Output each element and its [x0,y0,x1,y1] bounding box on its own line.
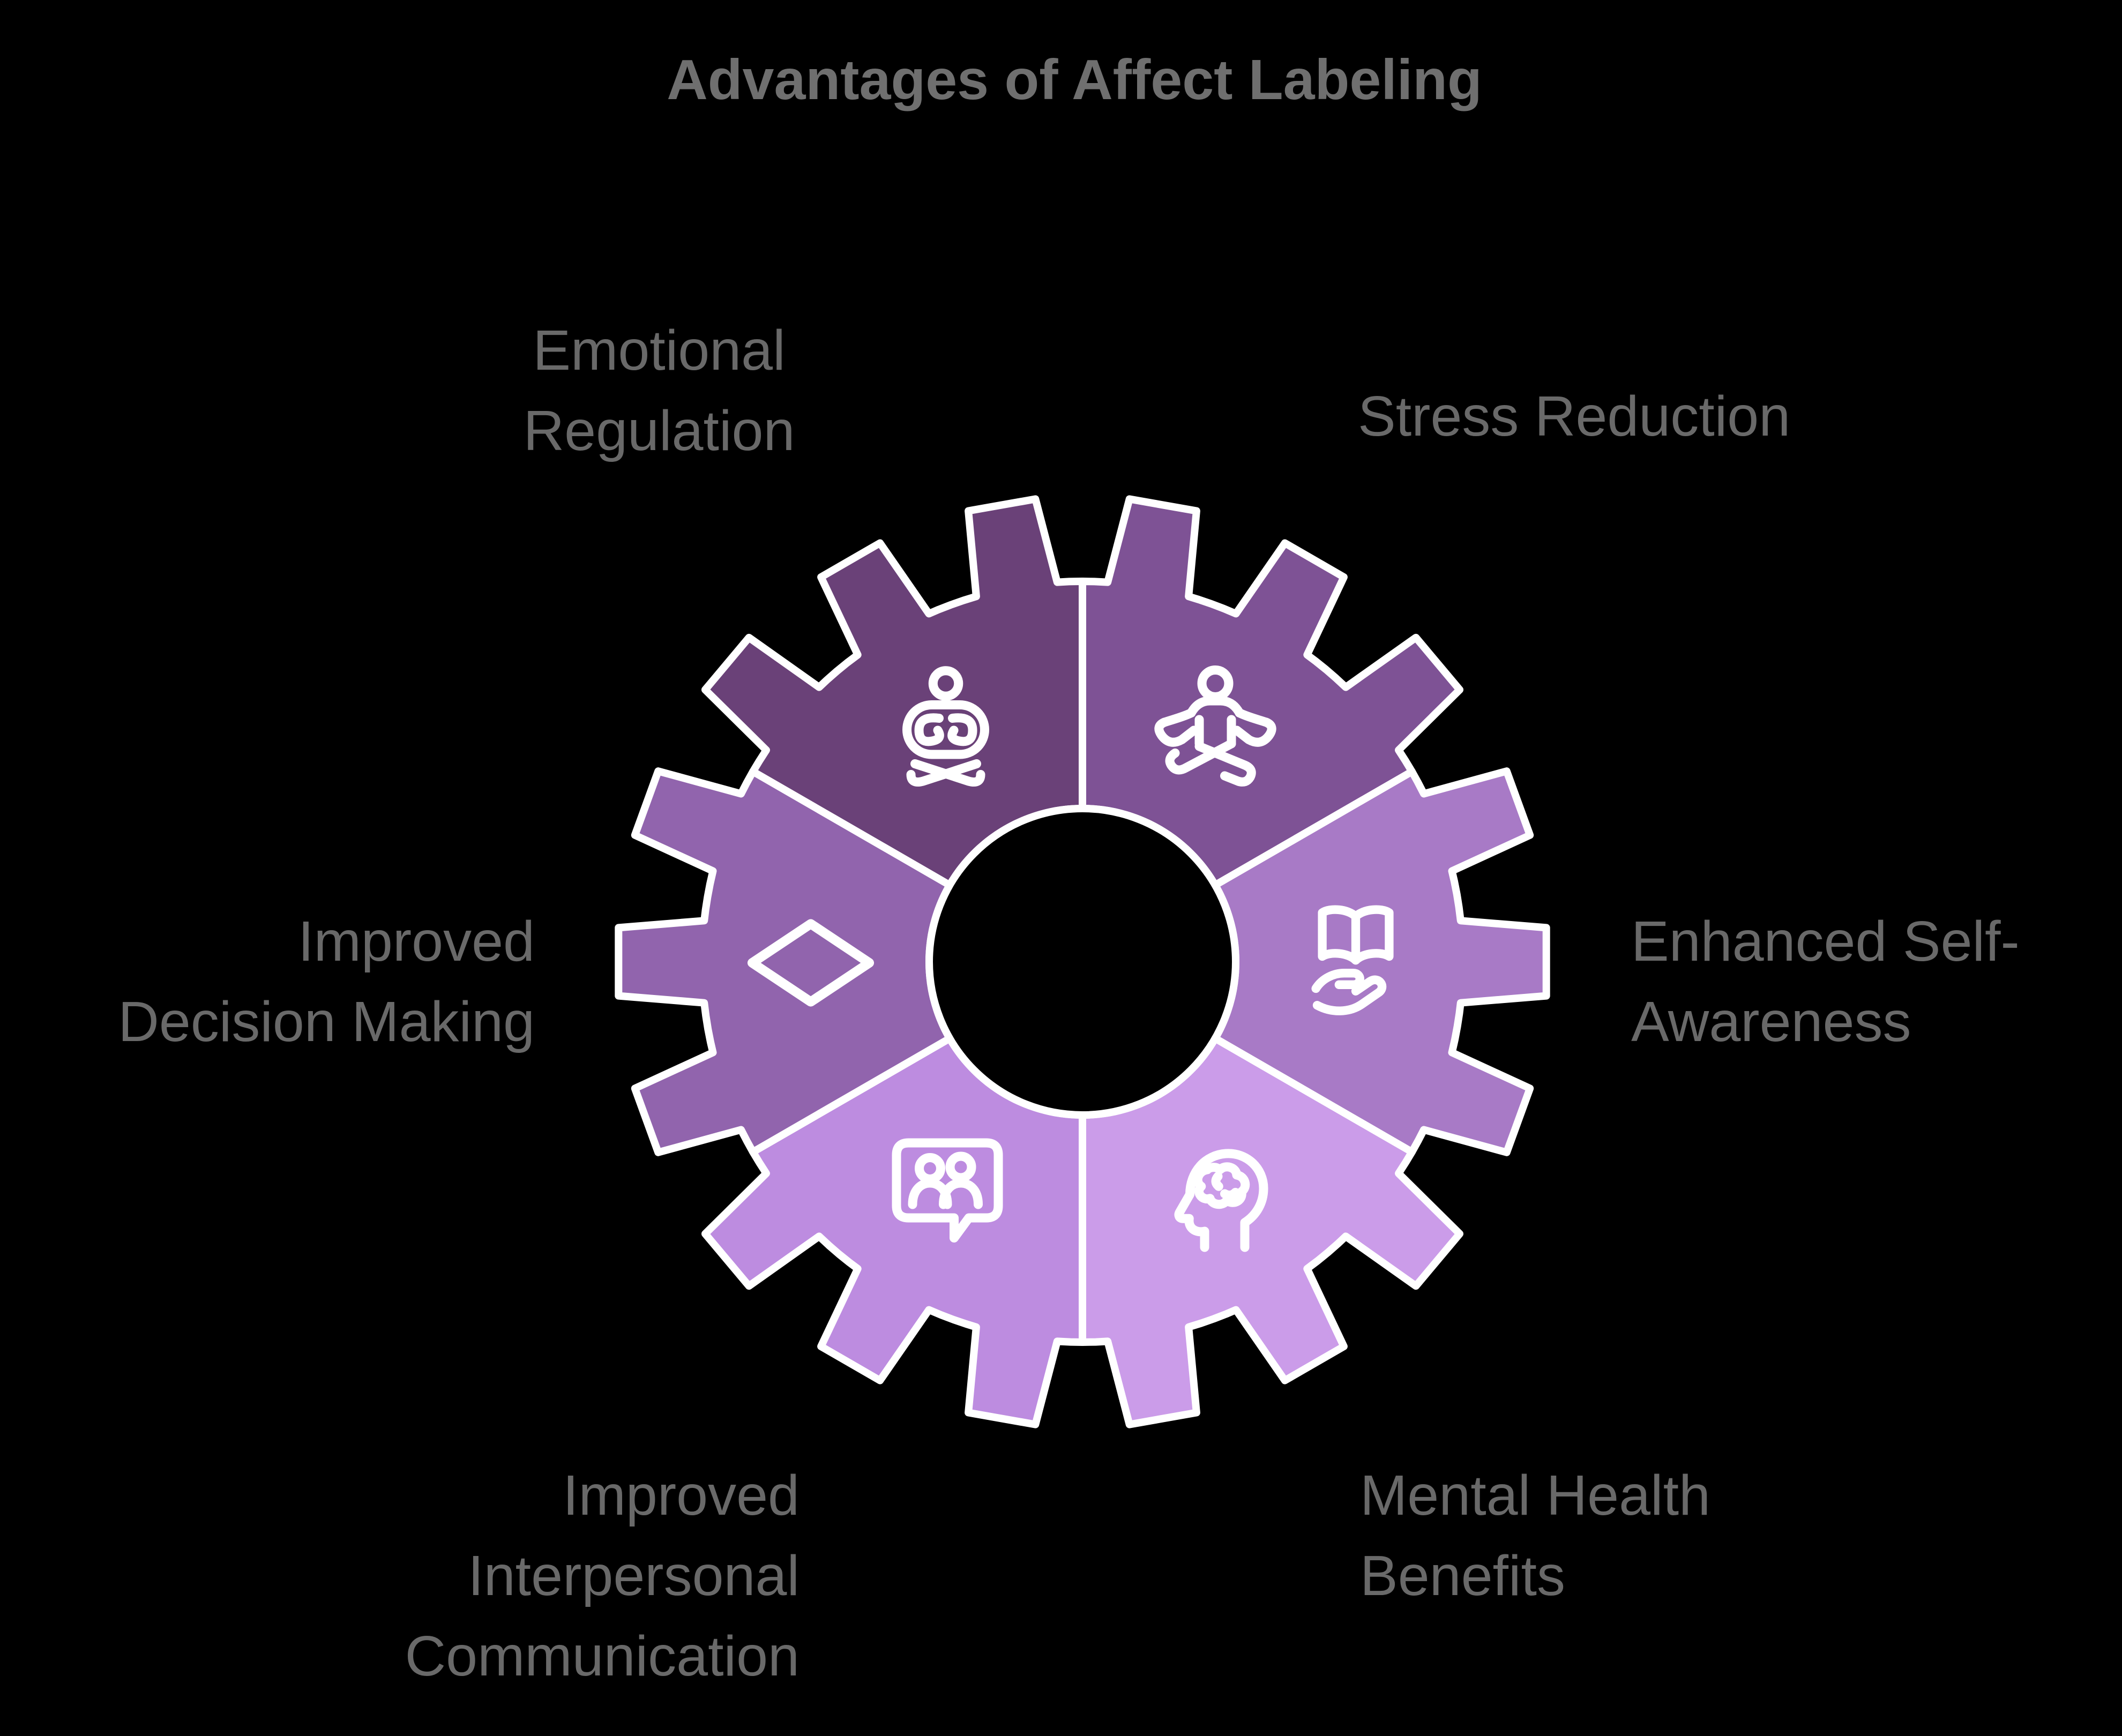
label-mental-health-benefits: Mental Health Benefits [1360,1464,1710,1607]
label-line: Enhanced Self- [1631,910,2020,973]
label-line: Communication [405,1625,800,1688]
label-line: Improved [563,1464,800,1527]
label-line: Mental Health [1360,1464,1710,1527]
label-stress-reduction: Stress Reduction [1358,385,1790,448]
label-line: Awareness [1631,990,1911,1053]
person-meditating-crossed-arms-icon [902,666,989,787]
page-title: Advantages of Affect Labeling [667,48,1482,111]
label-line: Regulation [524,399,795,462]
label-line: Decision Making [118,990,535,1053]
label-improved-decision-making: Improved Decision Making [118,910,535,1053]
label-line: Stress Reduction [1358,385,1790,448]
label-improved-interpersonal-communication: Improved Interpersonal Communication [405,1464,800,1688]
diamond-icon [747,919,875,1007]
open-book-over-hand-icon [1311,905,1394,1015]
person-meditating-lotus-icon [1154,665,1276,787]
head-profile-with-brain-icon [1174,1149,1268,1252]
label-line: Improved [298,910,535,973]
gear-center-hole [925,805,1239,1119]
label-line: Emotional [533,319,785,382]
label-line: Interpersonal [468,1544,800,1607]
label-emotional-regulation: Emotional Regulation [524,319,795,462]
label-enhanced-self-awareness: Enhanced Self- Awareness [1631,910,2020,1053]
label-line: Benefits [1360,1544,1565,1607]
two-people-in-speech-bubble-icon [892,1138,1003,1243]
